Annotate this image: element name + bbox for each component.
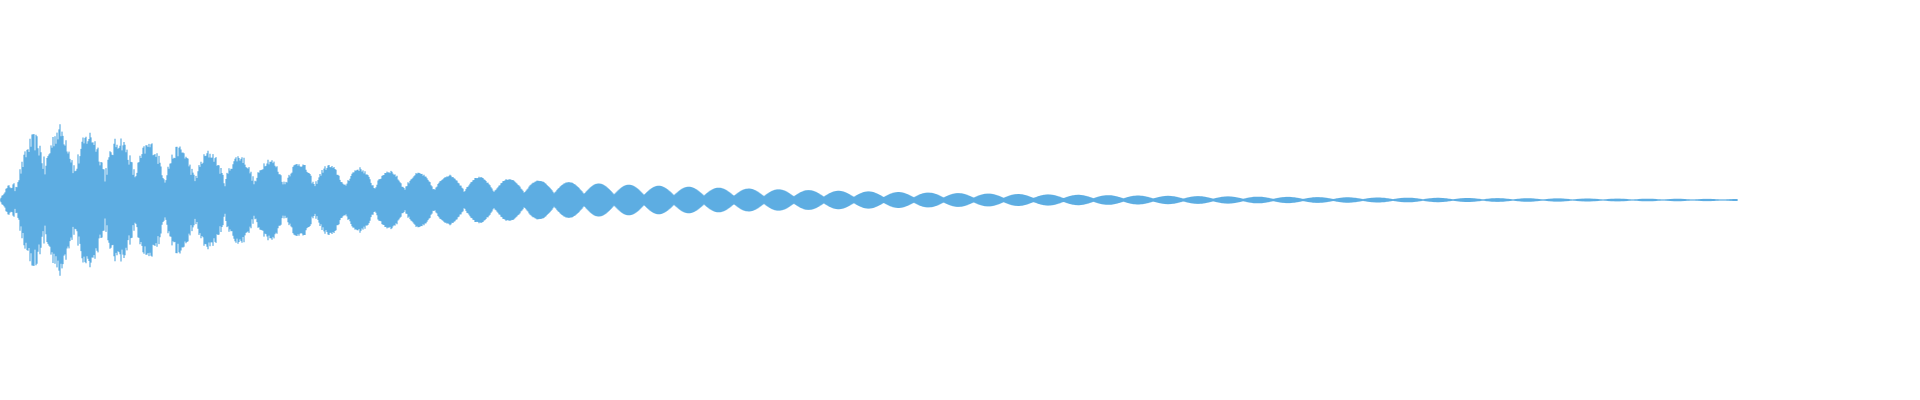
waveform-path [0, 124, 1738, 276]
waveform-bars [0, 124, 1738, 276]
